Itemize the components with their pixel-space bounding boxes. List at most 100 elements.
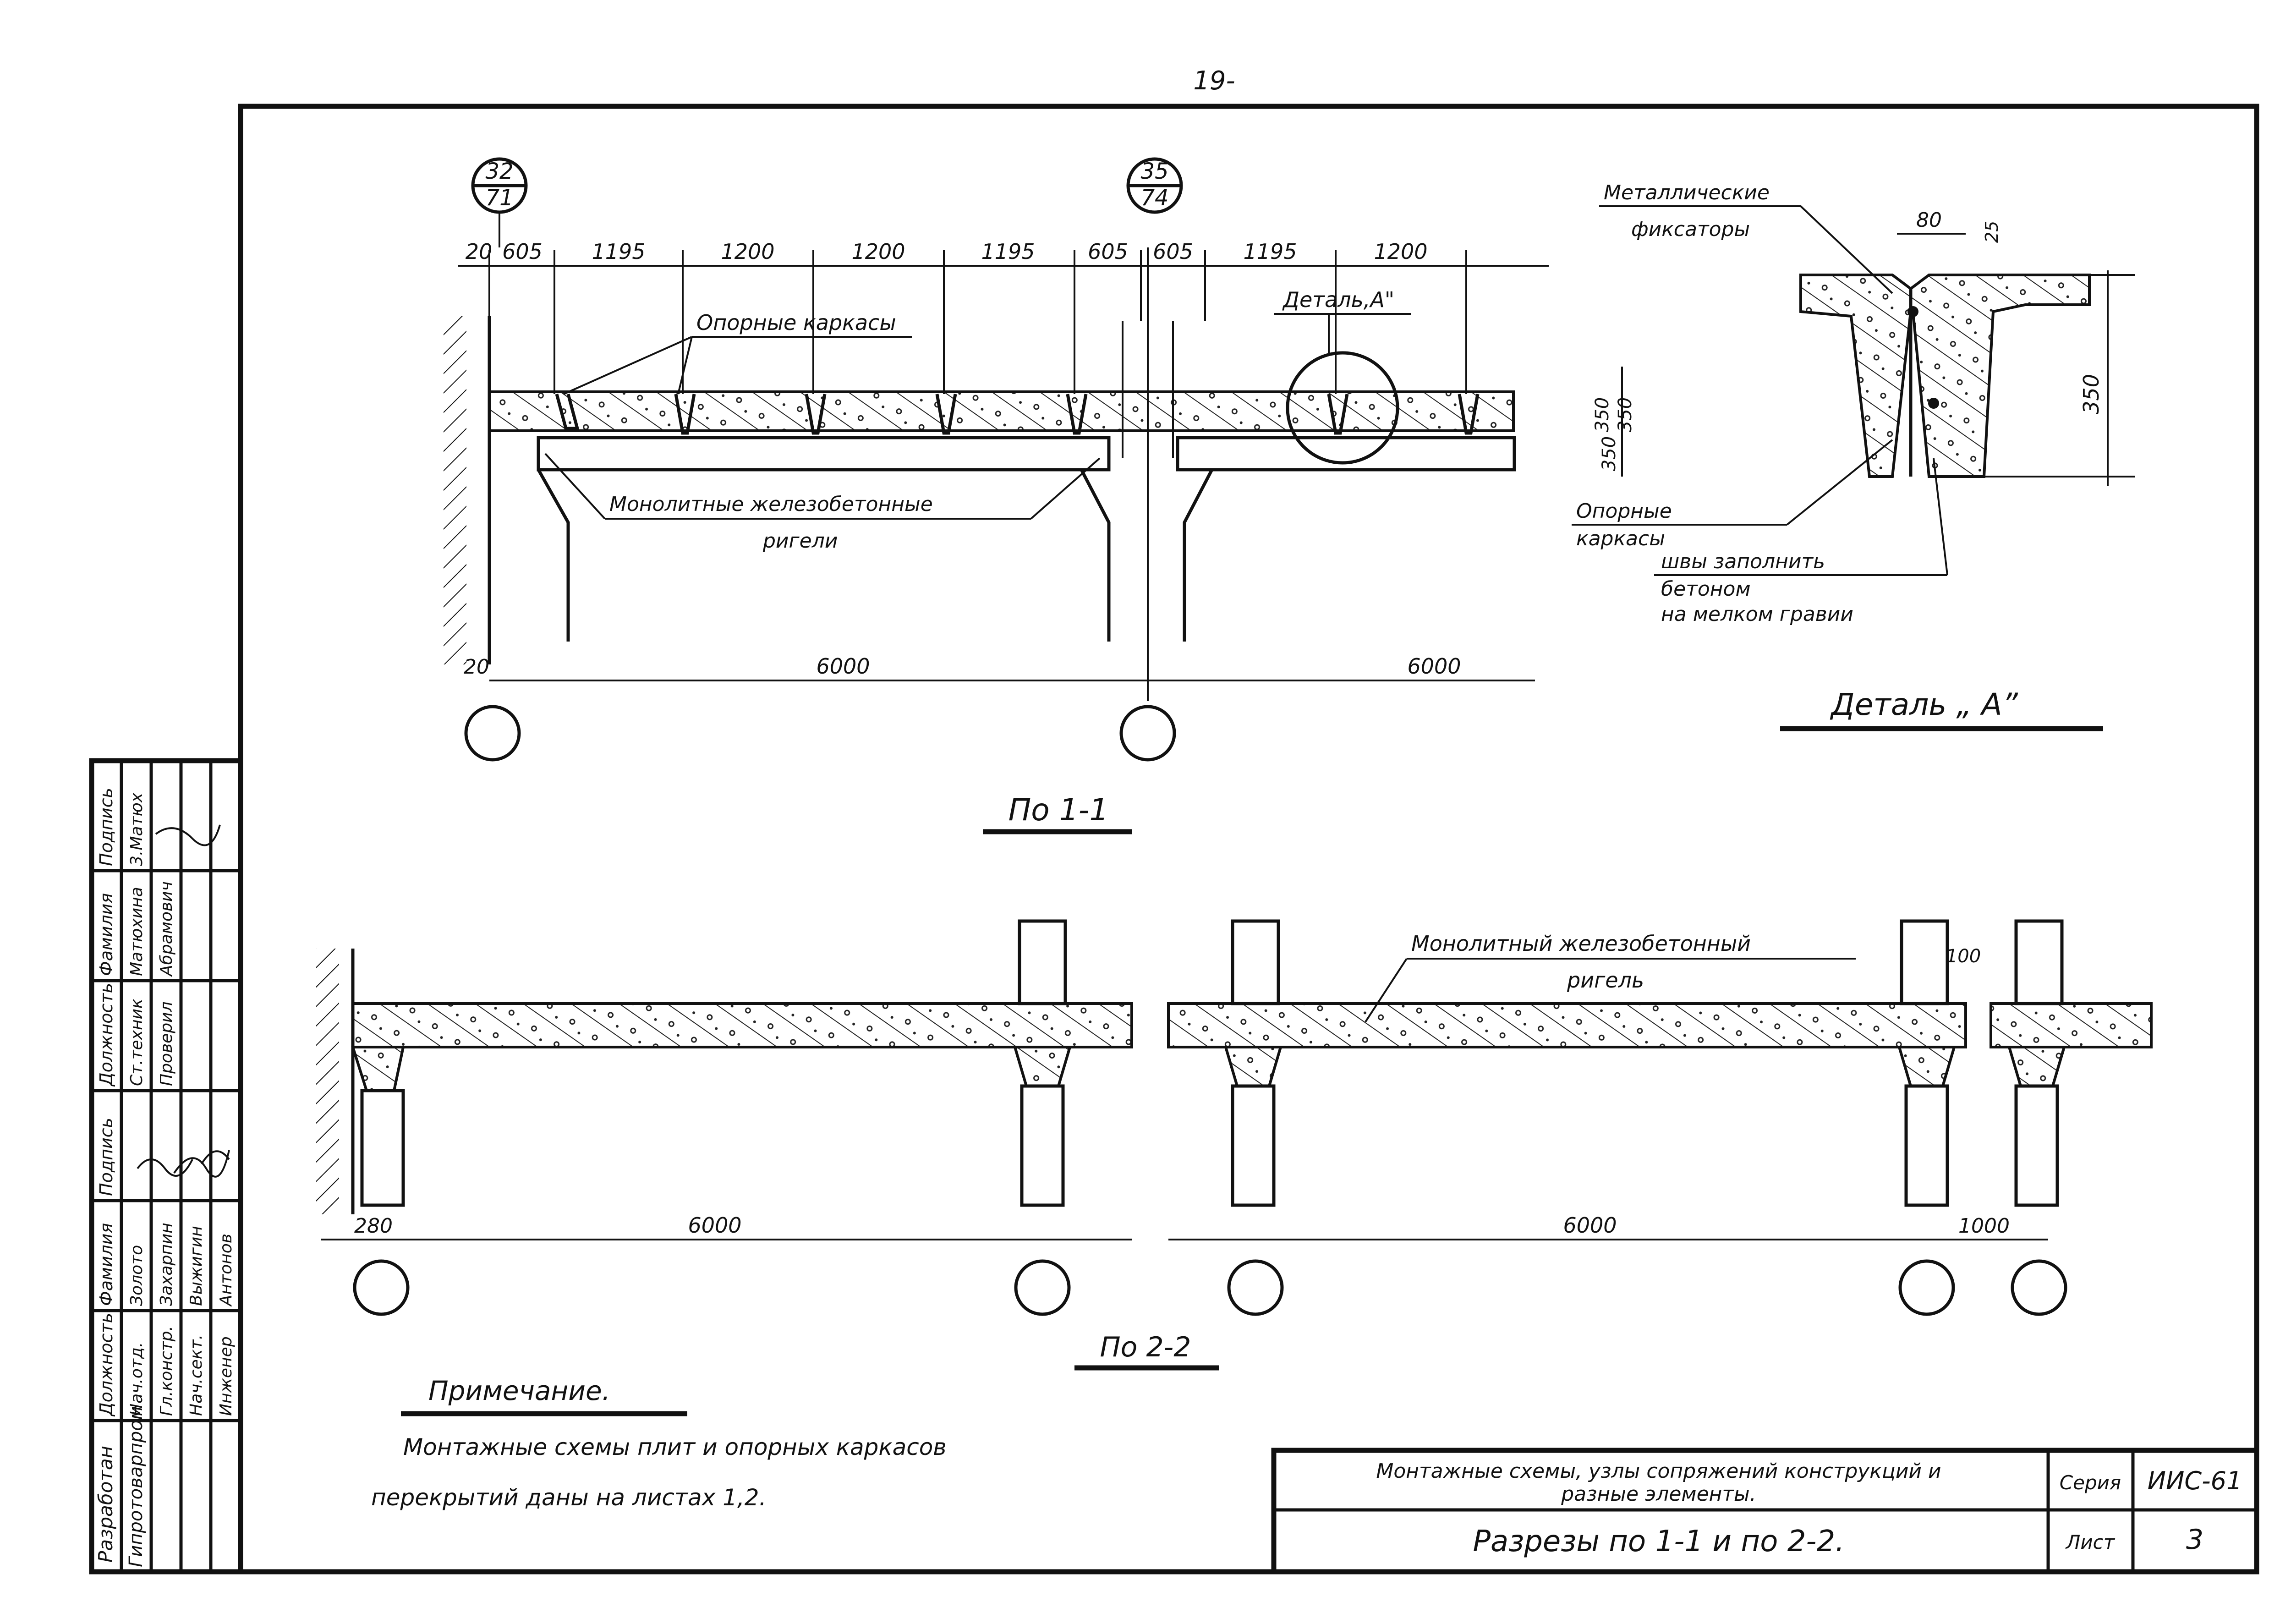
stamp-row-3-pos: Инженер <box>217 1336 236 1416</box>
stamp-header-3: Должность <box>96 983 116 1087</box>
axis-mark-mid-bottom: 74 <box>1140 185 1168 211</box>
stamp-row-0-pos: Нач.отд. <box>127 1342 146 1416</box>
detail-dim-350: 350 <box>2079 374 2104 414</box>
span-2-1: 6000 <box>688 1213 741 1238</box>
dim-1-1-6: 605 <box>1088 239 1128 264</box>
section-1-1: 32 71 35 74 20 605 1195 1200 1200 <box>444 157 1636 834</box>
detail-a-title: Деталь „ А” <box>1830 687 2018 722</box>
dim-1-1-9: 1200 <box>1374 239 1427 264</box>
detail-frames-2: каркасы <box>1576 527 1665 550</box>
axis-mark-left-top: 32 <box>485 159 513 184</box>
detail-a-callout <box>1286 351 1399 465</box>
span-1: 6000 <box>816 654 870 679</box>
note: Примечание. Монтажные схемы плит и опорн… <box>371 1375 947 1511</box>
stamp-row-3-name: Антонов <box>217 1234 236 1307</box>
stamp-header-4: Фамилия <box>96 893 116 976</box>
slab-2a <box>351 1002 1133 1048</box>
detail-slab <box>1799 274 2091 478</box>
stamp-row-2-pos: Нач.сект. <box>187 1334 206 1416</box>
section-1-title: По 1-1 <box>1008 792 1109 828</box>
detail-fixators-1: Металлические <box>1604 181 1770 204</box>
detail-seams-3: на мелком гравии <box>1661 603 1853 626</box>
girder-2 <box>1176 436 1516 472</box>
label-detail-ref: Деталь,А" <box>1282 287 1394 312</box>
stamp-row-0-name: Золото <box>127 1245 146 1306</box>
dim-1-1-3: 1200 <box>721 239 774 264</box>
column-left <box>537 469 570 642</box>
axis-circles-2-2 <box>353 1259 2067 1316</box>
slab-1-1 <box>488 390 1515 432</box>
section-2-title: По 2-2 <box>1100 1331 1191 1363</box>
axis-circle-2 <box>1119 705 1176 762</box>
dim-right-0: 350 <box>1592 397 1613 432</box>
axis-mark-left-bottom: 71 <box>485 185 513 211</box>
dim-100: 100 <box>1946 946 1981 967</box>
detail-frames-1: Опорные <box>1576 499 1672 523</box>
dim-left-bottom: 20 <box>464 655 489 679</box>
slab-ribs <box>555 394 1480 435</box>
note-line-2: перекрытий даны на листах 1,2. <box>371 1484 766 1511</box>
label-frames: Опорные каркасы <box>696 310 896 335</box>
stamp-r-row-0-name: Матюхина <box>127 887 146 976</box>
signature-scribbles <box>137 824 230 1178</box>
girder-1 <box>537 436 1111 472</box>
tb-description-1: Монтажные схемы, узлы сопряжений констру… <box>1376 1459 1941 1483</box>
stamp-developed: Разработан <box>94 1446 117 1563</box>
tb-sheet-label: Лист <box>2065 1531 2116 1553</box>
dim-1-1-7: 605 <box>1153 239 1193 264</box>
detail-seams-2: бетоном <box>1661 577 1751 601</box>
stamp-header-2: Подпись <box>96 1118 116 1196</box>
tb-sheet-title: Разрезы по 1-1 и по 2-2. <box>1473 1525 1844 1558</box>
stamp-r-row-0-pos: Ст.техник <box>127 999 146 1086</box>
detail-seams-1: швы заполнить <box>1661 550 1825 573</box>
slab-2c <box>1990 1002 2153 1048</box>
detail-dim-25: 25 <box>1982 221 2002 243</box>
axis-mark-mid-top: 35 <box>1140 159 1168 184</box>
section-2-2: Монолитный железобетонный ригель 100 280… <box>316 919 2153 1371</box>
dim-right-1: 350 <box>1615 397 1636 432</box>
column-mid <box>1080 469 1214 642</box>
tb-series-label: Серия <box>2060 1471 2121 1494</box>
span-2: 6000 <box>1407 654 1461 679</box>
label-girders-1: Монолитные железобетонные <box>609 493 933 516</box>
brick-columns <box>360 919 2064 1207</box>
stamp-header-1: Фамилия <box>96 1223 116 1306</box>
detail-dim-80: 80 <box>1916 208 1942 232</box>
detail-a: Металлические фиксаторы 80 25 350 Опорны… <box>1572 181 2135 731</box>
dim-1-1-8: 1195 <box>1243 239 1297 264</box>
stamp-r-row-0-sign: 3.Матюх <box>127 792 146 866</box>
dim-280: 280 <box>354 1214 393 1238</box>
axis-mark-left: 32 71 <box>471 157 528 247</box>
axis-circle-1 <box>464 705 521 762</box>
dim-1-1-4: 1200 <box>851 239 905 264</box>
axis-mark-mid: 35 74 <box>1126 157 1183 214</box>
side-stamp: Разработан Гипротоварпром Должность Фами… <box>89 758 243 1575</box>
dim-right-2: 350 <box>1599 436 1620 471</box>
label-girder-2-1: Монолитный железобетонный <box>1411 931 1751 956</box>
stamp-r-row-1-name: Абрамович <box>157 881 176 977</box>
slab-2b <box>1167 1002 1967 1048</box>
dim-1-1-5: 1195 <box>981 239 1035 264</box>
label-girder-2-2: ригель <box>1567 968 1644 993</box>
stamp-row-2-name: Выжигин <box>187 1226 206 1306</box>
title-block: Монтажные схемы, узлы сопряжений констру… <box>1271 1448 2259 1575</box>
dim-1-1-0: 20 <box>466 239 493 264</box>
dim-1-1-2: 1195 <box>592 239 645 264</box>
note-line-1: Монтажные схемы плит и опорных каркасов <box>403 1434 947 1460</box>
stamp-r-row-1-pos: Проверил <box>157 1001 176 1086</box>
label-girders-2: ригели <box>762 529 838 553</box>
column-caps <box>351 1046 2066 1092</box>
note-heading: Примечание. <box>428 1375 610 1406</box>
stamp-org: Гипротоварпром <box>126 1406 147 1567</box>
dim-1-1-1: 605 <box>502 239 543 264</box>
detail-fixators-2: фиксаторы <box>1631 218 1750 241</box>
wall-left-1 <box>444 316 466 664</box>
stamp-row-1-name: Захарпин <box>157 1223 176 1306</box>
tb-series-value: ИИС-61 <box>2148 1466 2242 1495</box>
stamp-header-0: Должность <box>96 1313 116 1417</box>
span-2-3: 1000 <box>1958 1214 2010 1238</box>
stamp-row-1-pos: Гл.констр. <box>157 1326 176 1416</box>
span-2-2: 6000 <box>1563 1213 1617 1238</box>
tb-sheet-value: 3 <box>2186 1524 2203 1556</box>
